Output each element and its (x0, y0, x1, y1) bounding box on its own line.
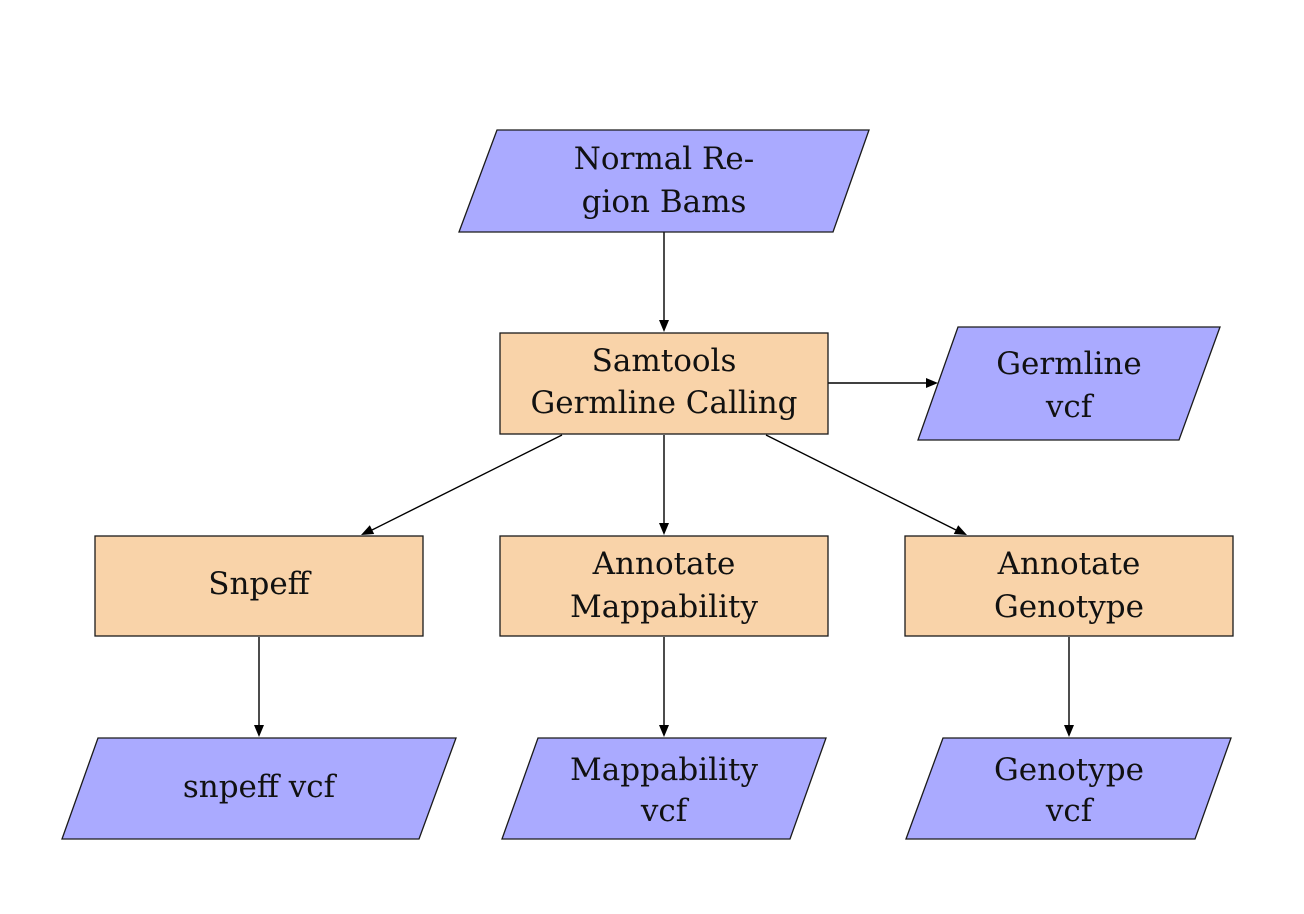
node-label-line: Germline Calling (530, 385, 797, 421)
data-parallelogram (905, 737, 1232, 840)
data-parallelogram (61, 737, 457, 840)
node-label-line: vcf (640, 793, 690, 829)
node-germline-vcf: Germline vcf (917, 326, 1221, 441)
node-label-line: Annotate (997, 546, 1141, 582)
node-snpeff: Snpeff (94, 535, 424, 637)
edge-samtools-to-snpeff (361, 434, 563, 535)
data-parallelogram (917, 326, 1221, 441)
edges (254, 232, 1074, 737)
node-label-line: Normal Re- (574, 141, 754, 177)
arrow-head-icon (953, 525, 967, 535)
node-label-line: Annotate (592, 546, 736, 582)
arrow-head-icon (659, 725, 669, 737)
edge-snpeff-to-snpeff-vcf (254, 637, 264, 737)
process-rectangle (499, 535, 829, 637)
arrow-head-icon (659, 523, 669, 535)
node-snpeff-vcf: snpeff vcf (61, 737, 457, 840)
arrow-head-icon (1064, 725, 1074, 737)
process-rectangle (94, 535, 424, 637)
arrow-head-icon (254, 725, 264, 737)
node-label-line: vcf (1045, 793, 1095, 829)
node-annotate-genotype: Annotate Genotype (904, 535, 1234, 637)
edge-annotate-genotype-to-genotype-vcf (1064, 637, 1074, 737)
node-label-line: Mappability (570, 752, 758, 788)
node-label-line: gion Bams (582, 184, 747, 220)
node-label-line: snpeff vcf (183, 769, 338, 805)
arrow-head-icon (361, 525, 375, 535)
data-parallelogram (458, 129, 870, 233)
arrow-head-icon (926, 378, 938, 388)
process-rectangle (904, 535, 1234, 637)
edge-annotate-mappability-to-mappability-vcf (659, 637, 669, 737)
node-label-line: Genotype (994, 752, 1144, 788)
edge-normal-bams-to-samtools (659, 232, 669, 332)
node-samtools-germline-calling: Samtools Germline Calling (499, 332, 829, 435)
process-rectangle (499, 332, 829, 435)
node-normal-region-bams: Normal Re- gion Bams (458, 129, 870, 233)
node-label-line: Snpeff (208, 566, 311, 602)
edge-samtools-to-annotate-mappability (659, 435, 669, 535)
node-label-line: vcf (1045, 389, 1095, 425)
node-label-line: Germline (996, 346, 1141, 382)
arrow-head-icon (659, 320, 669, 332)
node-label-line: Mappability (570, 589, 758, 625)
node-mappability-vcf: Mappability vcf (501, 737, 827, 840)
data-parallelogram (501, 737, 827, 840)
node-label-line: Samtools (592, 343, 737, 379)
node-genotype-vcf: Genotype vcf (905, 737, 1232, 840)
node-label-line: Genotype (994, 589, 1144, 625)
edge-samtools-to-annotate-genotype (765, 434, 967, 535)
node-annotate-mappability: Annotate Mappability (499, 535, 829, 637)
edge-samtools-to-germline-vcf (828, 378, 938, 388)
